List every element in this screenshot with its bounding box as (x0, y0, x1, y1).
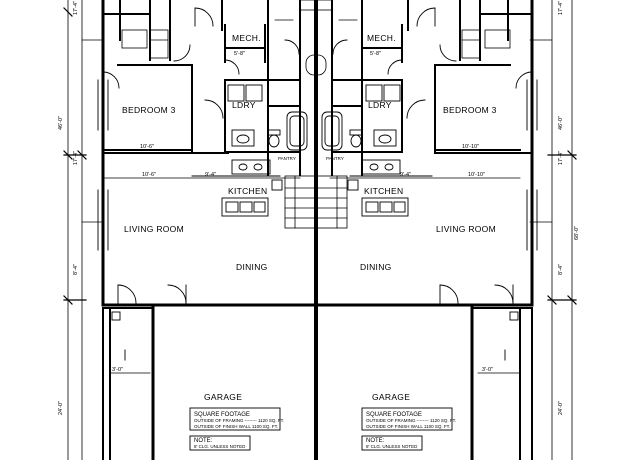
right-pantry-label: PANTRY (326, 156, 344, 161)
outer-dim-right-b: 46'-0" (558, 116, 564, 130)
right-sqft-title: SQUARE FOOTAGE (366, 412, 422, 418)
vanities (231, 129, 401, 175)
outer-dim-far-right: 68'-0" (574, 226, 580, 240)
left-liv-dim: 10'-6" (142, 172, 156, 178)
left-kitchen-label: KITCHEN (228, 186, 267, 196)
outer-dim-left-d: 8'-4" (73, 264, 79, 275)
outer-dim-right-a: 17'-4" (558, 1, 564, 15)
upper-landing (274, 0, 358, 76)
left-pantry-label: PANTRY (278, 156, 296, 161)
left-bed-dim: 10'-6" (140, 144, 154, 150)
right-bedroom-label: BEDROOM 3 (443, 105, 497, 115)
left-bedroom-label: BEDROOM 3 (122, 105, 176, 115)
right-mech-label: MECH. (367, 33, 396, 43)
outer-dim-right-e: 24'-0" (558, 401, 564, 415)
left-dining-label: DINING (236, 262, 268, 272)
windows (97, 79, 538, 251)
left-note-line1: 8' CLG. UNLESS NOTED (194, 444, 246, 449)
left-living-label: LIVING ROOM (124, 224, 184, 234)
porch-details (111, 311, 519, 361)
note-boxes (189, 407, 453, 451)
outer-dim-right-d: 8'-4" (558, 264, 564, 275)
closets (121, 29, 511, 59)
right-ldry-label: LDRY (368, 100, 392, 110)
outer-dim-left-e: 24'-0" (58, 401, 64, 415)
laundry-appliances (227, 84, 401, 102)
left-note-title: NOTE: (194, 438, 213, 444)
right-sqft-line1: OUTSIDE OF FRAMING -------- 1120 SQ. FT. (366, 418, 456, 423)
left-porch-dim: 3'-0" (112, 367, 123, 373)
right-porch-dim: 3'-0" (482, 367, 493, 373)
outer-dim-left-c: 17'-4" (73, 151, 79, 165)
left-mech-label: MECH. (232, 33, 261, 43)
stairs (284, 175, 348, 229)
left-sqft-line2: OUTSIDE OF FINISH WALL 1100 SQ. FT. (194, 424, 278, 429)
interior-walls (102, 0, 533, 460)
right-bed-dim: 10'-10" (462, 144, 479, 150)
right-garage-label: GARAGE (372, 392, 410, 402)
outer-dim-left-b: 46'-0" (58, 116, 64, 130)
door-swings (102, 7, 533, 304)
left-sqft-line1: OUTSIDE OF FRAMING -------- 1120 SQ. FT. (194, 418, 284, 423)
bathtubs (286, 111, 343, 151)
toilets (267, 129, 363, 148)
outer-dim-right-c: 17'-4" (558, 151, 564, 165)
left-ldry-label: LDRY (232, 100, 256, 110)
right-dining-label: DINING (360, 262, 392, 272)
right-note-title: NOTE: (366, 438, 385, 444)
right-liv-dim: 10'-10" (468, 172, 485, 178)
left-sqft-title: SQUARE FOOTAGE (194, 412, 250, 418)
left-kit-dim: 9'-4" (205, 172, 216, 178)
right-kitchen-label: KITCHEN (364, 186, 403, 196)
outer-dim-left-a: 17'-4" (73, 1, 79, 15)
left-garage-label: GARAGE (204, 392, 242, 402)
kitchen-counters (191, 175, 433, 217)
right-living-label: LIVING ROOM (436, 224, 496, 234)
left-mech-dim: 5'-8" (234, 51, 245, 57)
right-note-line1: 8' CLG. UNLESS NOTED (366, 444, 418, 449)
right-mech-dim: 5'-8" (370, 51, 381, 57)
right-sqft-line2: OUTSIDE OF FINISH WALL 1100 SQ. FT. (366, 424, 450, 429)
right-kit-dim: 9'-4" (400, 172, 411, 178)
dimension-lines (63, 0, 577, 460)
